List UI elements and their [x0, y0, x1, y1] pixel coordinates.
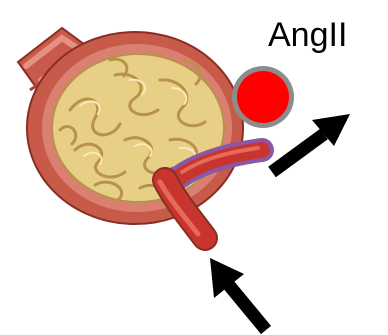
glomerulus-icon [18, 28, 262, 238]
hormone-label: AngII [268, 16, 347, 54]
capillary-tuft [52, 54, 224, 202]
arrow-up-right-icon [272, 114, 350, 172]
angiotensin-ii-molecule-icon [232, 66, 294, 128]
arrow-up-left-icon [210, 258, 266, 330]
